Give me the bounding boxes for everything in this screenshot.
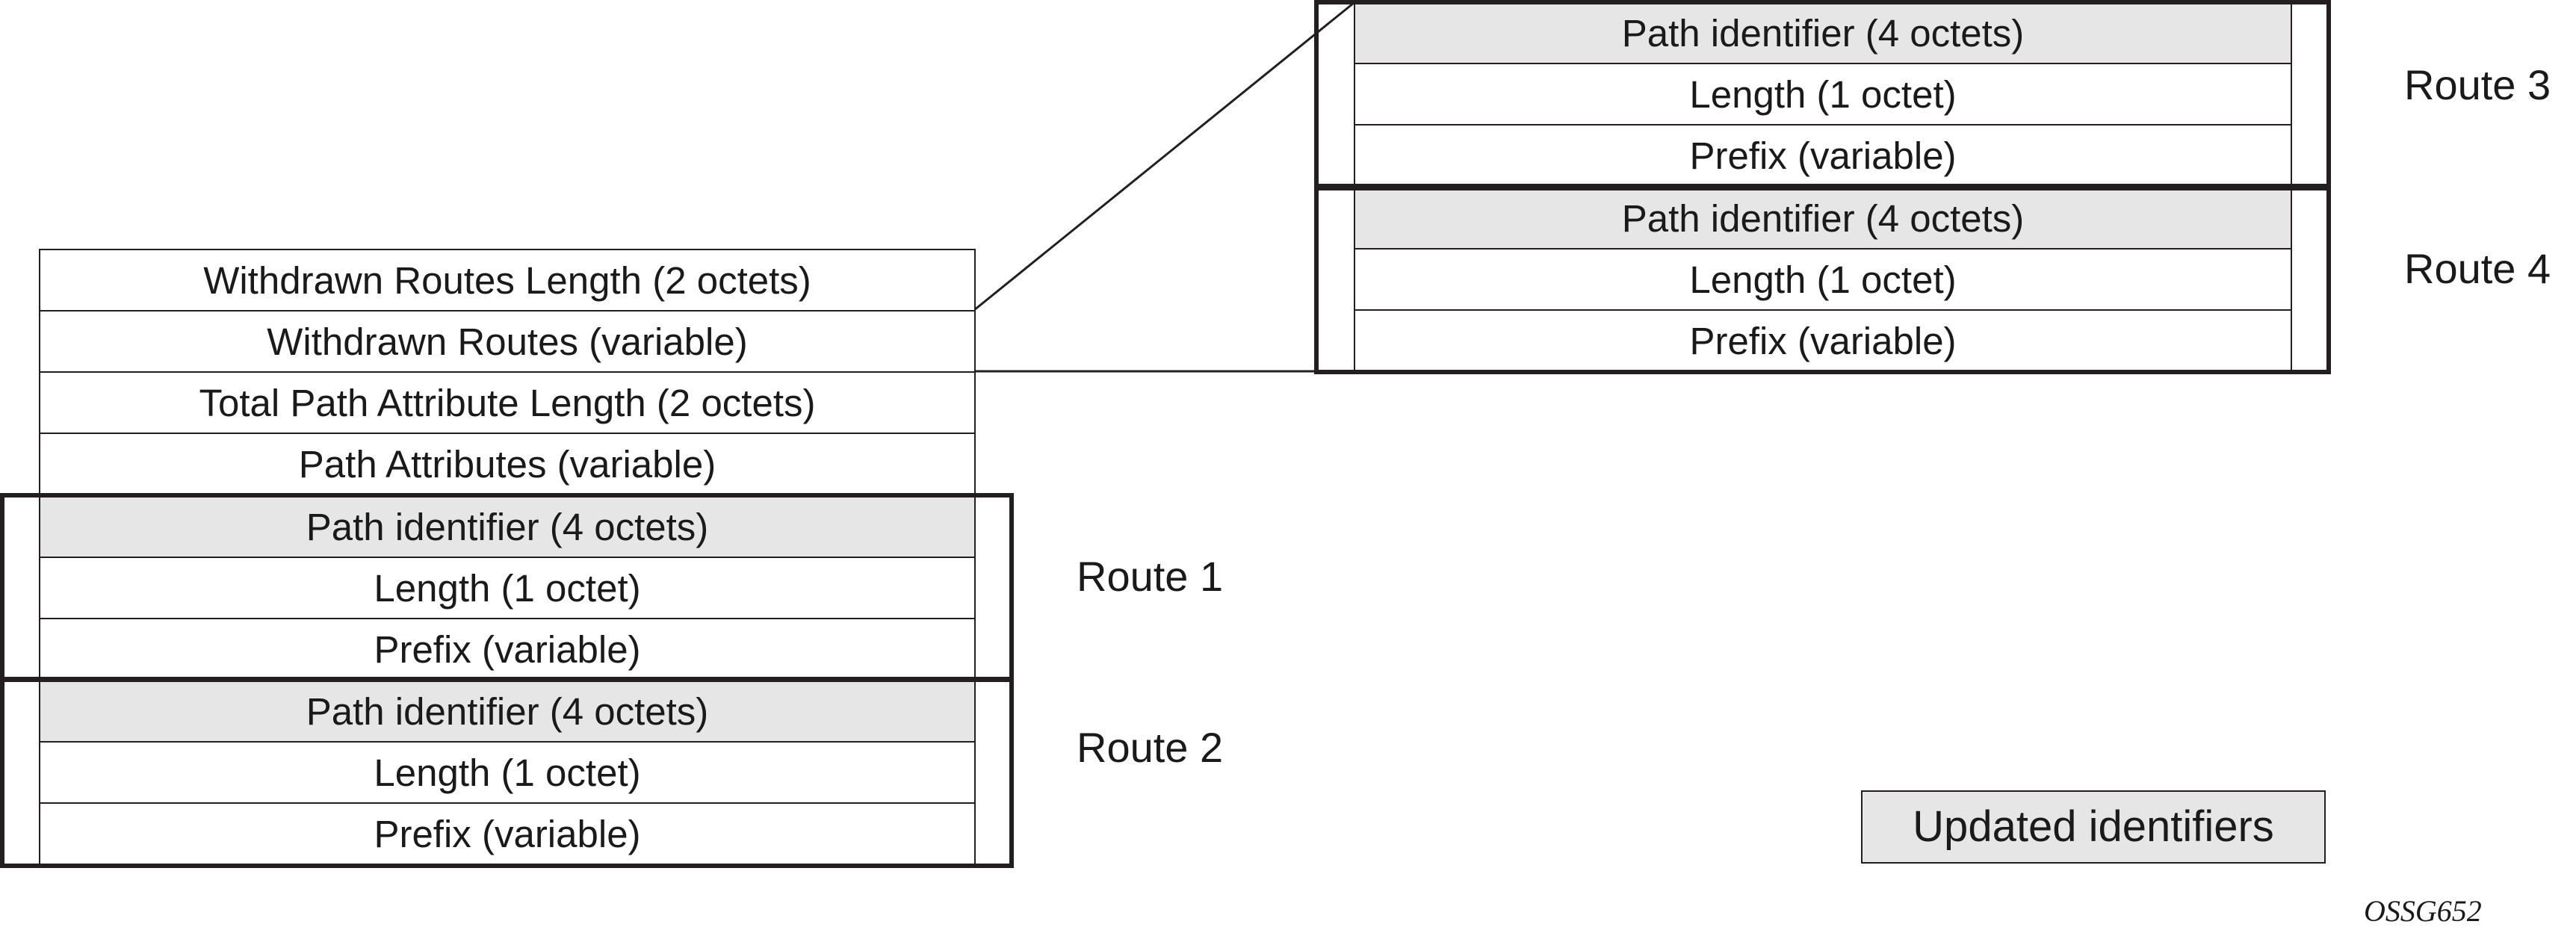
route3-length-label: Length (1 octet) xyxy=(1689,72,1957,116)
route3-prefix-cell: Prefix (variable) xyxy=(1354,124,2292,187)
withdrawn-routes-cell: Withdrawn Routes (variable) xyxy=(39,310,976,373)
route2-path-identifier-label: Path identifier (4 octets) xyxy=(306,689,709,733)
total-path-attribute-length-label: Total Path Attribute Length (2 octets) xyxy=(199,381,816,424)
route1-path-identifier-label: Path identifier (4 octets) xyxy=(306,505,709,548)
route1-prefix-label: Prefix (variable) xyxy=(374,627,641,671)
route1-label: Route 1 xyxy=(1077,553,1224,600)
route4-path-identifier-cell: Path identifier (4 octets) xyxy=(1354,187,2292,250)
route4-label: Route 4 xyxy=(2404,245,2551,292)
legend-label: Updated identifiers xyxy=(1913,802,2274,851)
total-path-attribute-length-cell: Total Path Attribute Length (2 octets) xyxy=(39,371,976,434)
legend-updated-identifiers: Updated identifiers xyxy=(1861,790,2326,864)
route1-prefix-cell: Prefix (variable) xyxy=(39,618,976,681)
route4-prefix-cell: Prefix (variable) xyxy=(1354,309,2292,372)
route2-label: Route 2 xyxy=(1077,724,1224,771)
path-attributes-cell: Path Attributes (variable) xyxy=(39,433,976,495)
withdrawn-routes-label: Withdrawn Routes (variable) xyxy=(267,320,748,363)
route3-length-cell: Length (1 octet) xyxy=(1354,63,2292,125)
route1-length-cell: Length (1 octet) xyxy=(39,557,976,619)
route2-length-cell: Length (1 octet) xyxy=(39,741,976,804)
route1-length-label: Length (1 octet) xyxy=(374,566,641,610)
route1-path-identifier-cell: Path identifier (4 octets) xyxy=(39,495,976,558)
withdrawn-routes-length-label: Withdrawn Routes Length (2 octets) xyxy=(203,258,811,302)
connector-line-top xyxy=(973,1,1354,312)
route4-prefix-label: Prefix (variable) xyxy=(1689,319,1957,362)
route3-path-identifier-cell: Path identifier (4 octets) xyxy=(1354,1,2292,64)
path-attributes-label: Path Attributes (variable) xyxy=(298,442,716,486)
route4-length-label: Length (1 octet) xyxy=(1689,258,1957,301)
route3-label: Route 3 xyxy=(2404,61,2551,108)
route2-length-label: Length (1 octet) xyxy=(374,751,641,794)
route3-prefix-label: Prefix (variable) xyxy=(1689,134,1957,177)
route2-prefix-cell: Prefix (variable) xyxy=(39,802,976,865)
route2-path-identifier-cell: Path identifier (4 octets) xyxy=(39,680,976,743)
route2-prefix-label: Prefix (variable) xyxy=(374,812,641,855)
route3-path-identifier-label: Path identifier (4 octets) xyxy=(1621,11,2025,55)
figure-id: OSSG652 xyxy=(2364,894,2482,928)
withdrawn-routes-length-cell: Withdrawn Routes Length (2 octets) xyxy=(39,249,976,312)
route4-path-identifier-label: Path identifier (4 octets) xyxy=(1621,196,2025,240)
route4-length-cell: Length (1 octet) xyxy=(1354,248,2292,311)
